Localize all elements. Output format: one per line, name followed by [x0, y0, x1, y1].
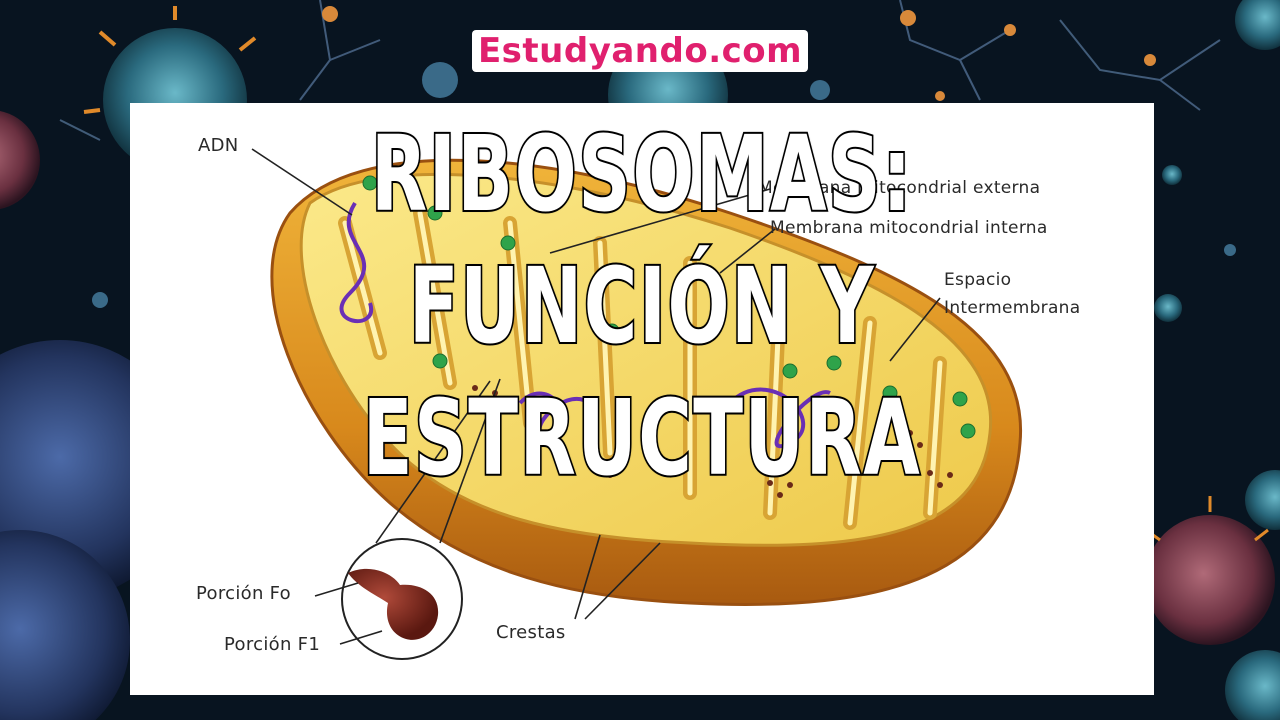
dna-strand	[728, 387, 831, 448]
mitochondria-diagram: ADN Membrana mitocondrial externa Membra…	[130, 103, 1154, 695]
label-intermembrana: Intermembrana	[944, 298, 1081, 318]
label-membrana-interna: Membrana mitocondrial interna	[770, 218, 1048, 238]
atp-synthase-shape	[348, 568, 439, 640]
brand-logo-text: Estudyando.com	[471, 30, 809, 72]
label-porcion-f1: Porción F1	[224, 634, 321, 655]
dna-strand	[518, 391, 592, 437]
label-crestas: Crestas	[496, 622, 566, 643]
label-adn: ADN	[198, 135, 239, 156]
brand-header: Estudyando.com	[0, 30, 1280, 72]
label-espacio: Espacio	[944, 270, 1012, 290]
mitochondria-illustration	[251, 148, 1023, 660]
label-membrana-externa: Membrana mitocondrial externa	[758, 178, 1041, 198]
dna-strand	[339, 201, 374, 324]
label-porcion-fo: Porción Fo	[196, 583, 291, 604]
